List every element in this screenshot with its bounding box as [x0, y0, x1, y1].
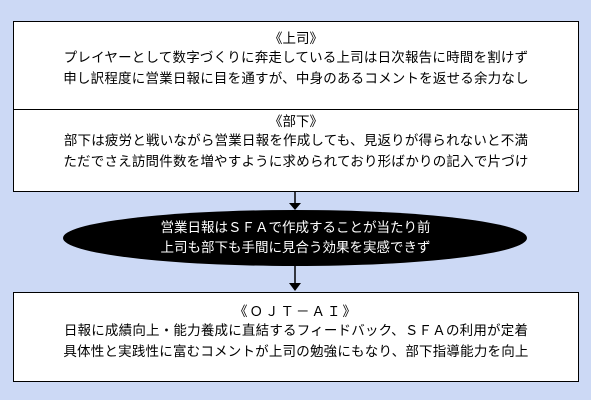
subordinate-line-2: ただでさえ訪問件数を増やすように求められており形ばかりの記入で片づけ	[63, 154, 529, 170]
ojt-ai-line-1: 日報に成績向上・能力養成に直結するフィードバック、ＳＦＡの利用が定着	[63, 323, 529, 339]
subordinate-box: 《部下》 部下は疲労と戦いながら営業日報を作成しても、見返りが得られないと不満 …	[13, 109, 579, 192]
summary-text: 営業日報はＳＦＡで作成することが当たり前 上司も部下も手間に見合う効果を実感でき…	[110, 218, 481, 258]
boss-box: 《上司》 プレイヤーとして数字づくりに奔走している上司は日次報告に時間を割けず …	[13, 21, 579, 109]
subordinate-line-1: 部下は疲労と戦いながら営業日報を作成しても、見返りが得られないと不満	[63, 133, 529, 149]
subordinate-heading: 《部下》	[269, 114, 323, 130]
boss-line-2: 申し訳程度に営業日報に目を通すが、中身のあるコメントを返せる余力なし	[63, 71, 529, 87]
arrow-2-head	[289, 283, 301, 291]
boss-line-1: プレイヤーとして数字づくりに奔走している上司は日次報告に時間を割けず	[63, 50, 529, 66]
ojt-ai-heading: 《ＯＪＴ－ＡＩ》	[234, 304, 358, 320]
summary-line-2: 上司も部下も手間に見合う効果を実感できず	[160, 240, 431, 256]
summary-line-1: 営業日報はＳＦＡで作成することが当たり前	[160, 220, 431, 236]
arrow-1-head	[289, 203, 301, 210]
boss-heading: 《上司》	[269, 31, 323, 47]
ojt-ai-box: 《ＯＪＴ－ＡＩ》 日報に成績向上・能力養成に直結するフィードバック、ＳＦＡの利用…	[13, 292, 579, 382]
ojt-ai-line-2: 具体性と実践性に富むコメントが上司の勉強にもなり、部下指導能力を向上	[63, 344, 529, 360]
summary-ellipse	[63, 210, 527, 266]
